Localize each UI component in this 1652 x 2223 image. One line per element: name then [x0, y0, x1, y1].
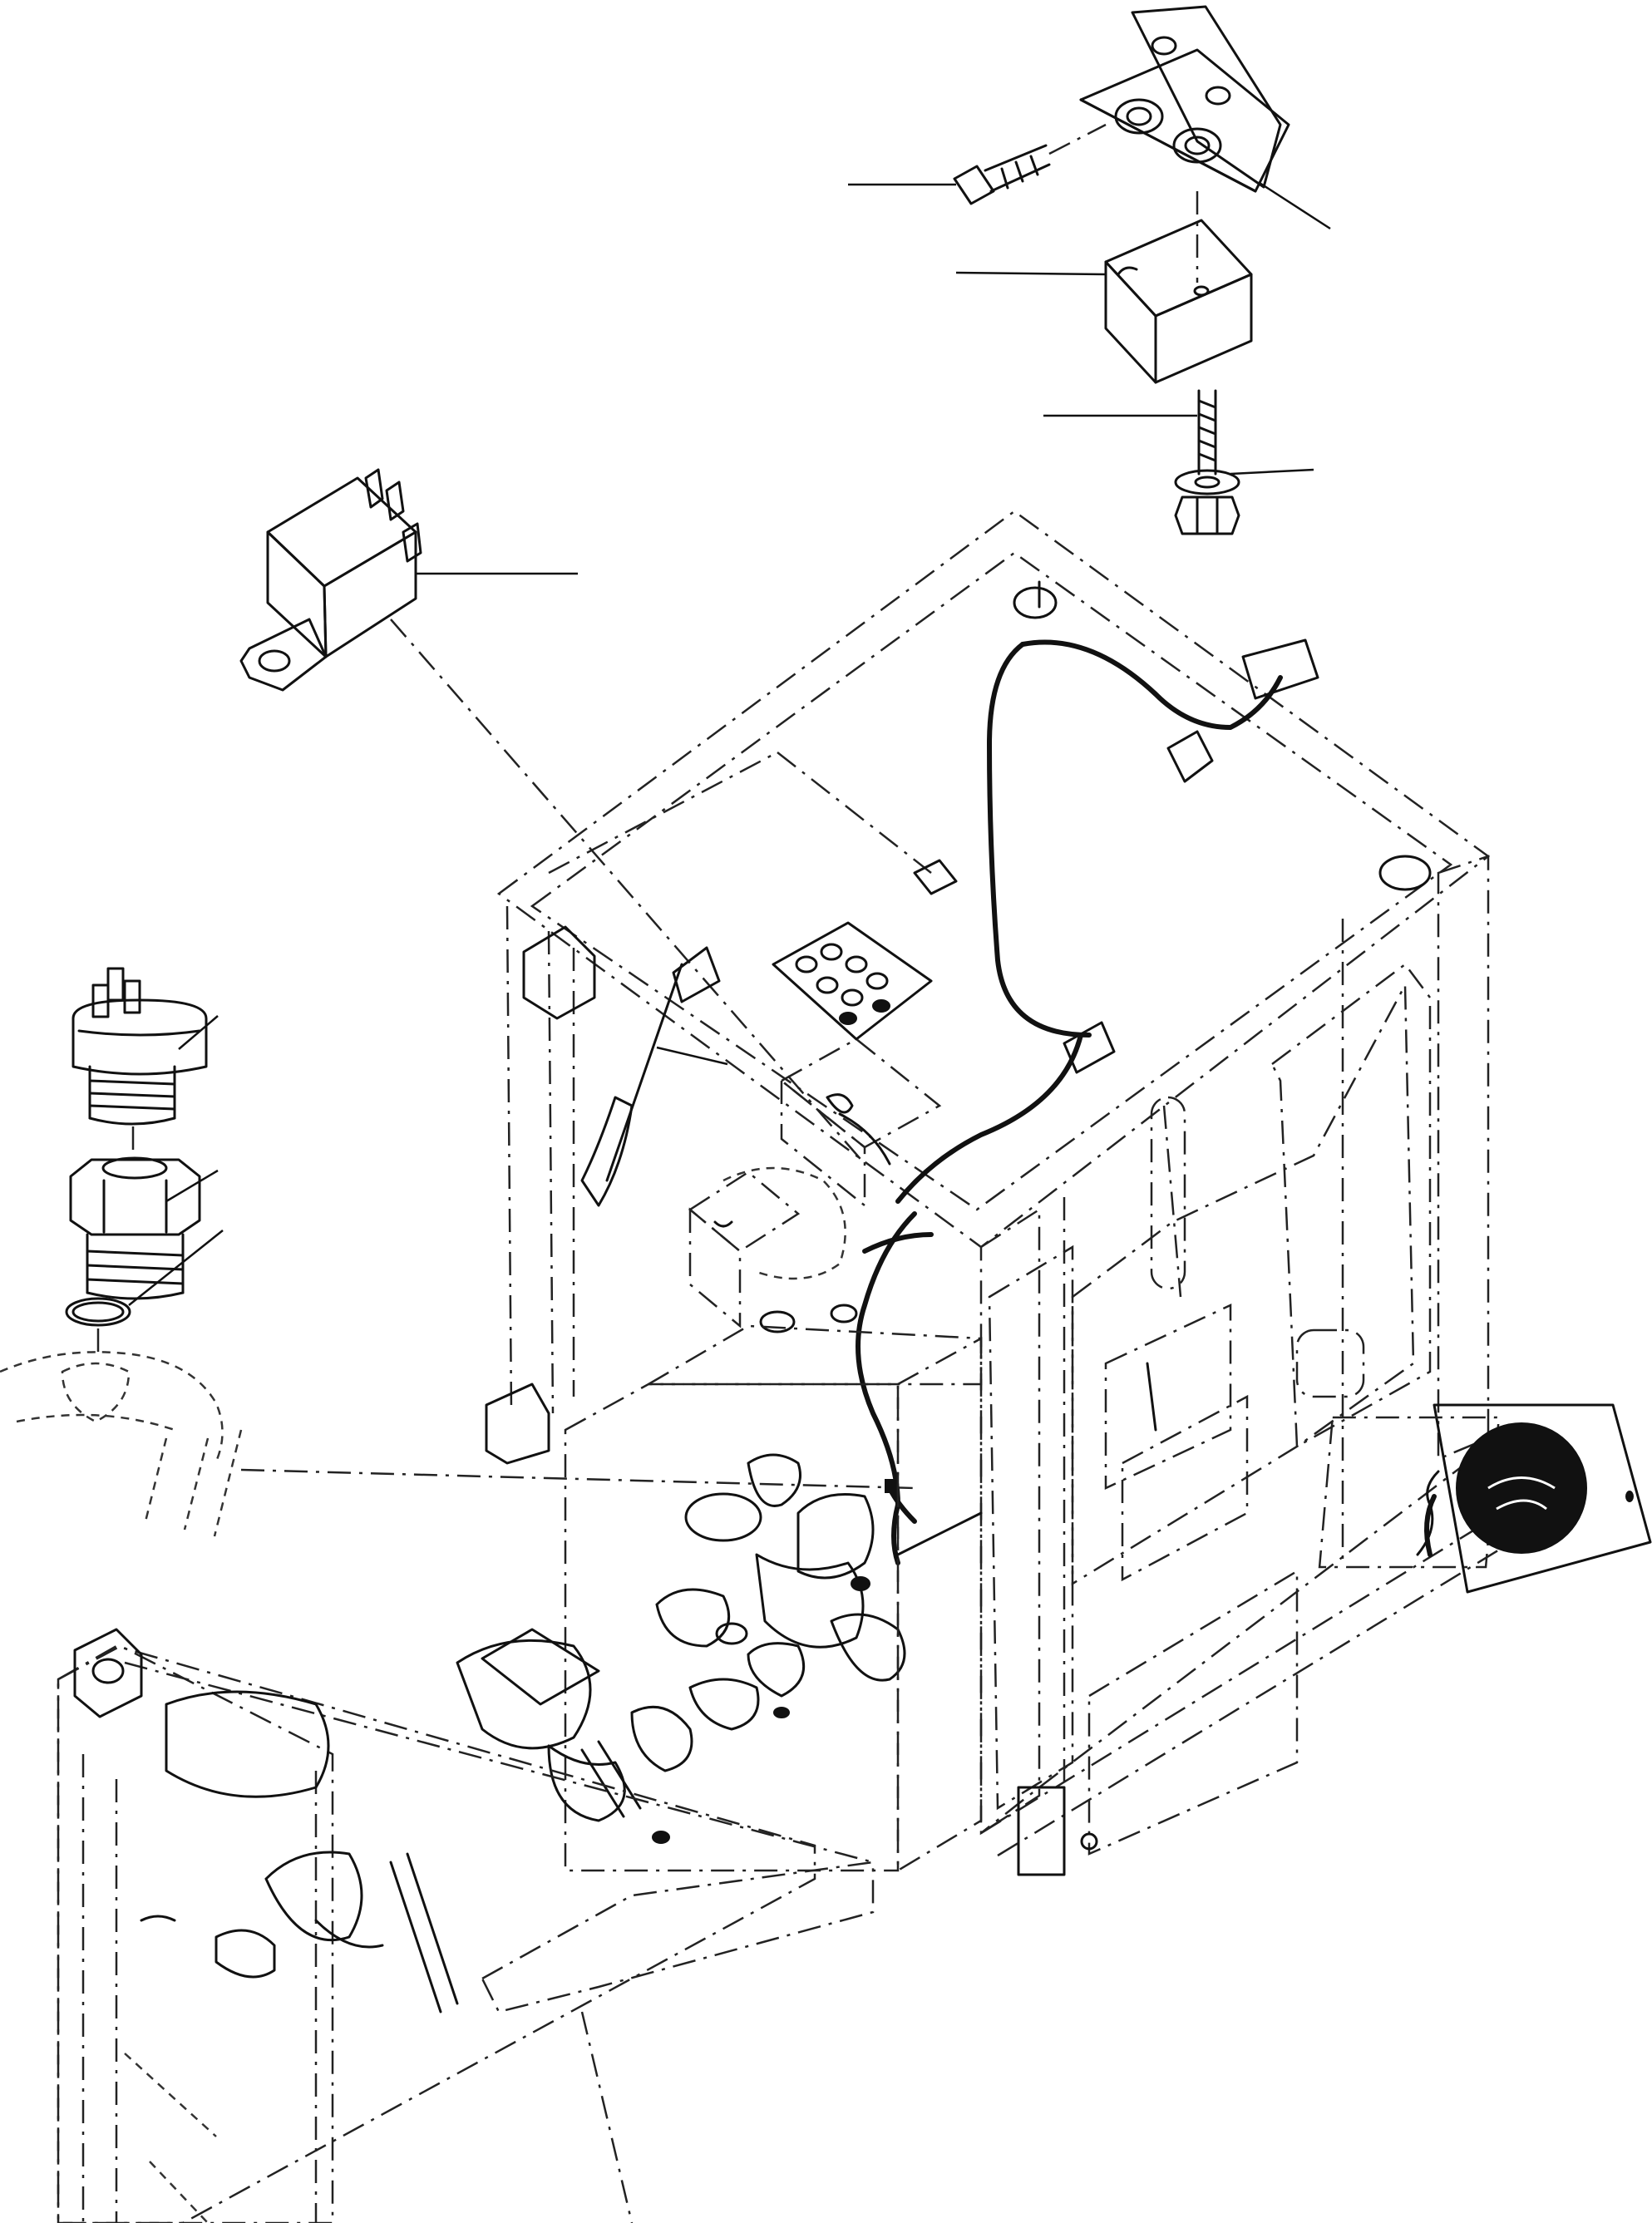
relay-block [1104, 191, 1253, 384]
wiring-harness [856, 638, 1319, 1565]
relay [239, 468, 865, 1165]
leader-line [178, 1015, 219, 1050]
washer-nut [1174, 469, 1240, 535]
stud [1197, 389, 1217, 476]
leader-line [955, 271, 1107, 276]
o-ring [65, 1297, 131, 1355]
cab-frame [485, 510, 1506, 1876]
reference-line [240, 1468, 915, 1490]
roof-lamp [672, 946, 721, 1003]
pressure-switch [72, 967, 208, 1160]
leader-line [1230, 468, 1314, 476]
engine [57, 1324, 983, 2223]
leader-line [128, 1230, 224, 1306]
fuse-box [688, 1038, 942, 1333]
bolt [953, 123, 1107, 205]
bracket [1079, 5, 1290, 193]
port-fitting [0, 1351, 243, 1537]
switch-panel [772, 859, 958, 1041]
radiator [57, 1628, 459, 2223]
speaker [1318, 1403, 1652, 1594]
leader-line [1259, 181, 1331, 230]
adapter [69, 1156, 201, 1300]
leader-line [165, 1169, 219, 1203]
leader-line [656, 1046, 728, 1066]
